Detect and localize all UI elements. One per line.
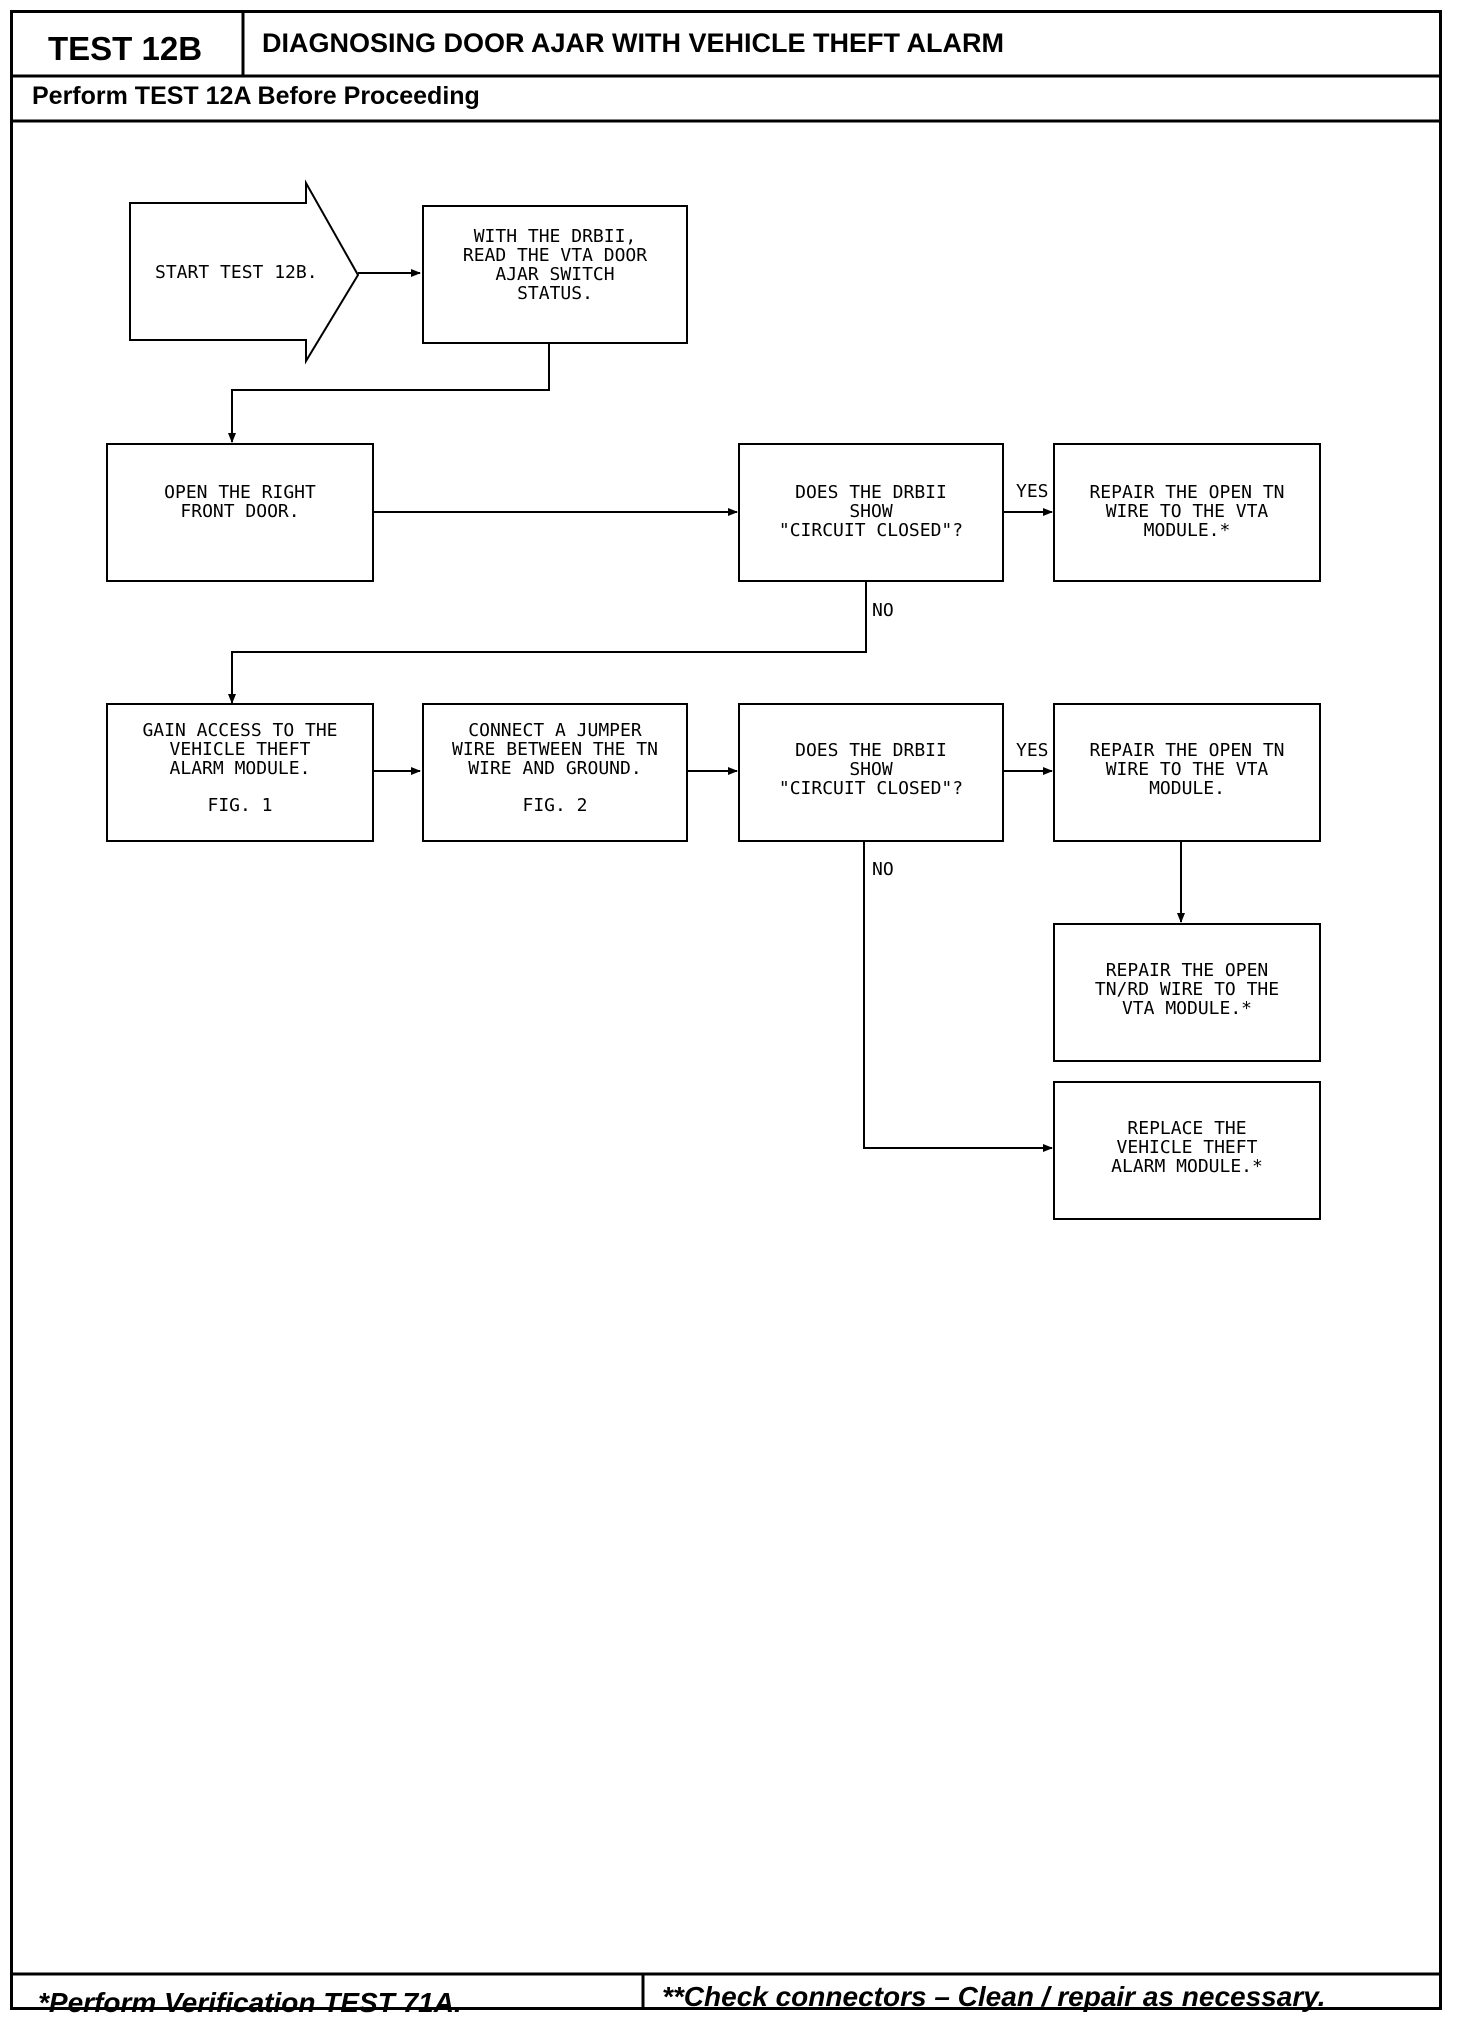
footer-connectors-note: **Check connectors – Clean / repair as n… [662,1981,1326,2012]
footer-verification-note: *Perform Verification TEST 71A. [38,1987,462,2018]
question-1-box: DOES THE DRBII SHOW "CIRCUIT CLOSED"? [738,443,1004,582]
connector-read-to-open-door [228,343,550,443]
read-status-text: WITH THE DRBII, READ THE VTA DOOR AJAR S… [462,226,648,304]
no-label-2: NO [872,859,894,880]
connect-jumper-box: CONNECT A JUMPER WIRE BETWEEN THE TN WIR… [422,703,688,842]
yes-label-2: YES [1016,740,1049,761]
connect-jumper-figure-ref: FIG. 2 [522,795,588,816]
repair-tn-box-1: REPAIR THE OPEN TN WIRE TO THE VTA MODUL… [1053,443,1321,582]
page-frame [10,10,1442,2010]
repair-tnrd-text: REPAIR THE OPEN TN/RD WIRE TO THE VTA MO… [1094,960,1280,1019]
gain-access-box: GAIN ACCESS TO THE VEHICLE THEFT ALARM M… [106,703,374,842]
connector-q2-no [863,842,1053,1152]
gain-access-figure-ref: FIG. 1 [207,795,273,816]
connect-jumper-text: CONNECT A JUMPER WIRE BETWEEN THE TN WIR… [452,720,658,779]
prerequisite-note: Perform TEST 12A Before Proceeding [32,82,480,110]
repair-tn-box-2: REPAIR THE OPEN TN WIRE TO THE VTA MODUL… [1053,703,1321,842]
no-label-1: NO [872,600,894,621]
replace-module-text: REPLACE THE VEHICLE THEFT ALARM MODULE.* [1111,1118,1263,1177]
repair-tn-text-2: REPAIR THE OPEN TN WIRE TO THE VTA MODUL… [1089,740,1285,799]
test-id: TEST 12B [48,30,203,67]
read-status-box: WITH THE DRBII, READ THE VTA DOOR AJAR S… [422,205,688,344]
open-door-box: OPEN THE RIGHT FRONT DOOR. [106,443,374,582]
connector-q1-no [228,582,867,704]
replace-module-box: REPLACE THE VEHICLE THEFT ALARM MODULE.* [1053,1081,1321,1220]
start-arrow-shape [129,179,360,365]
repair-tnrd-box: REPAIR THE OPEN TN/RD WIRE TO THE VTA MO… [1053,923,1321,1062]
page-title: DIAGNOSING DOOR AJAR WITH VEHICLE THEFT … [262,28,1004,58]
repair-tn-text-1: REPAIR THE OPEN TN WIRE TO THE VTA MODUL… [1089,482,1285,541]
question-2-box: DOES THE DRBII SHOW "CIRCUIT CLOSED"? [738,703,1004,842]
open-door-text: OPEN THE RIGHT FRONT DOOR. [164,482,316,522]
yes-label-1: YES [1016,481,1049,502]
start-test-label: START TEST 12B. [155,262,318,283]
gain-access-text: GAIN ACCESS TO THE VEHICLE THEFT ALARM M… [142,720,338,779]
question-2-text: DOES THE DRBII SHOW "CIRCUIT CLOSED"? [778,740,964,799]
question-1-text: DOES THE DRBII SHOW "CIRCUIT CLOSED"? [778,482,964,541]
